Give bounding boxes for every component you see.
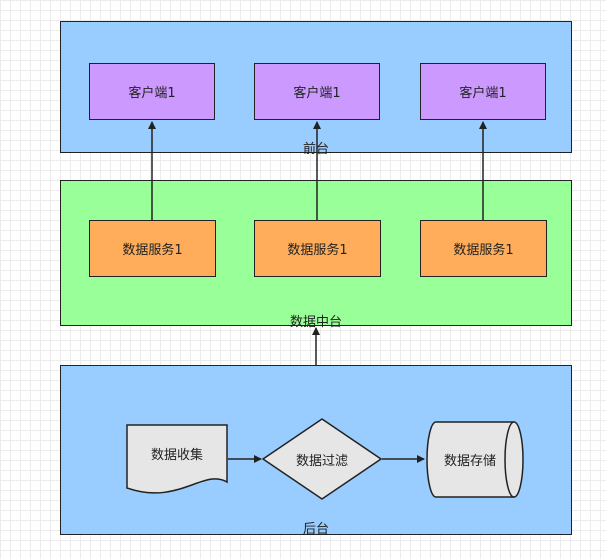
data-collect-document-shape <box>126 424 228 494</box>
data-storage-cylinder-shape <box>426 421 524 498</box>
client-box-3: 客户端1 <box>420 63 546 120</box>
data-filter-label: 数据过滤 <box>295 453 348 469</box>
data-service-box-1: 数据服务1 <box>89 220 216 277</box>
data-filter-diamond-shape <box>261 418 383 500</box>
client-box-2: 客户端1 <box>254 63 380 120</box>
data-storage-label: 数据存储 <box>443 453 496 469</box>
client-box-1: 客户端1 <box>89 63 215 120</box>
data-service-box-3: 数据服务1 <box>420 220 547 277</box>
frontend-layer-label: 前台 <box>302 142 329 157</box>
data-collect-label: 数据收集 <box>150 447 203 463</box>
backend-layer-label: 后台 <box>302 522 329 537</box>
data-middle-layer-label: 数据中台 <box>289 315 342 330</box>
data-service-box-2: 数据服务1 <box>254 220 381 277</box>
